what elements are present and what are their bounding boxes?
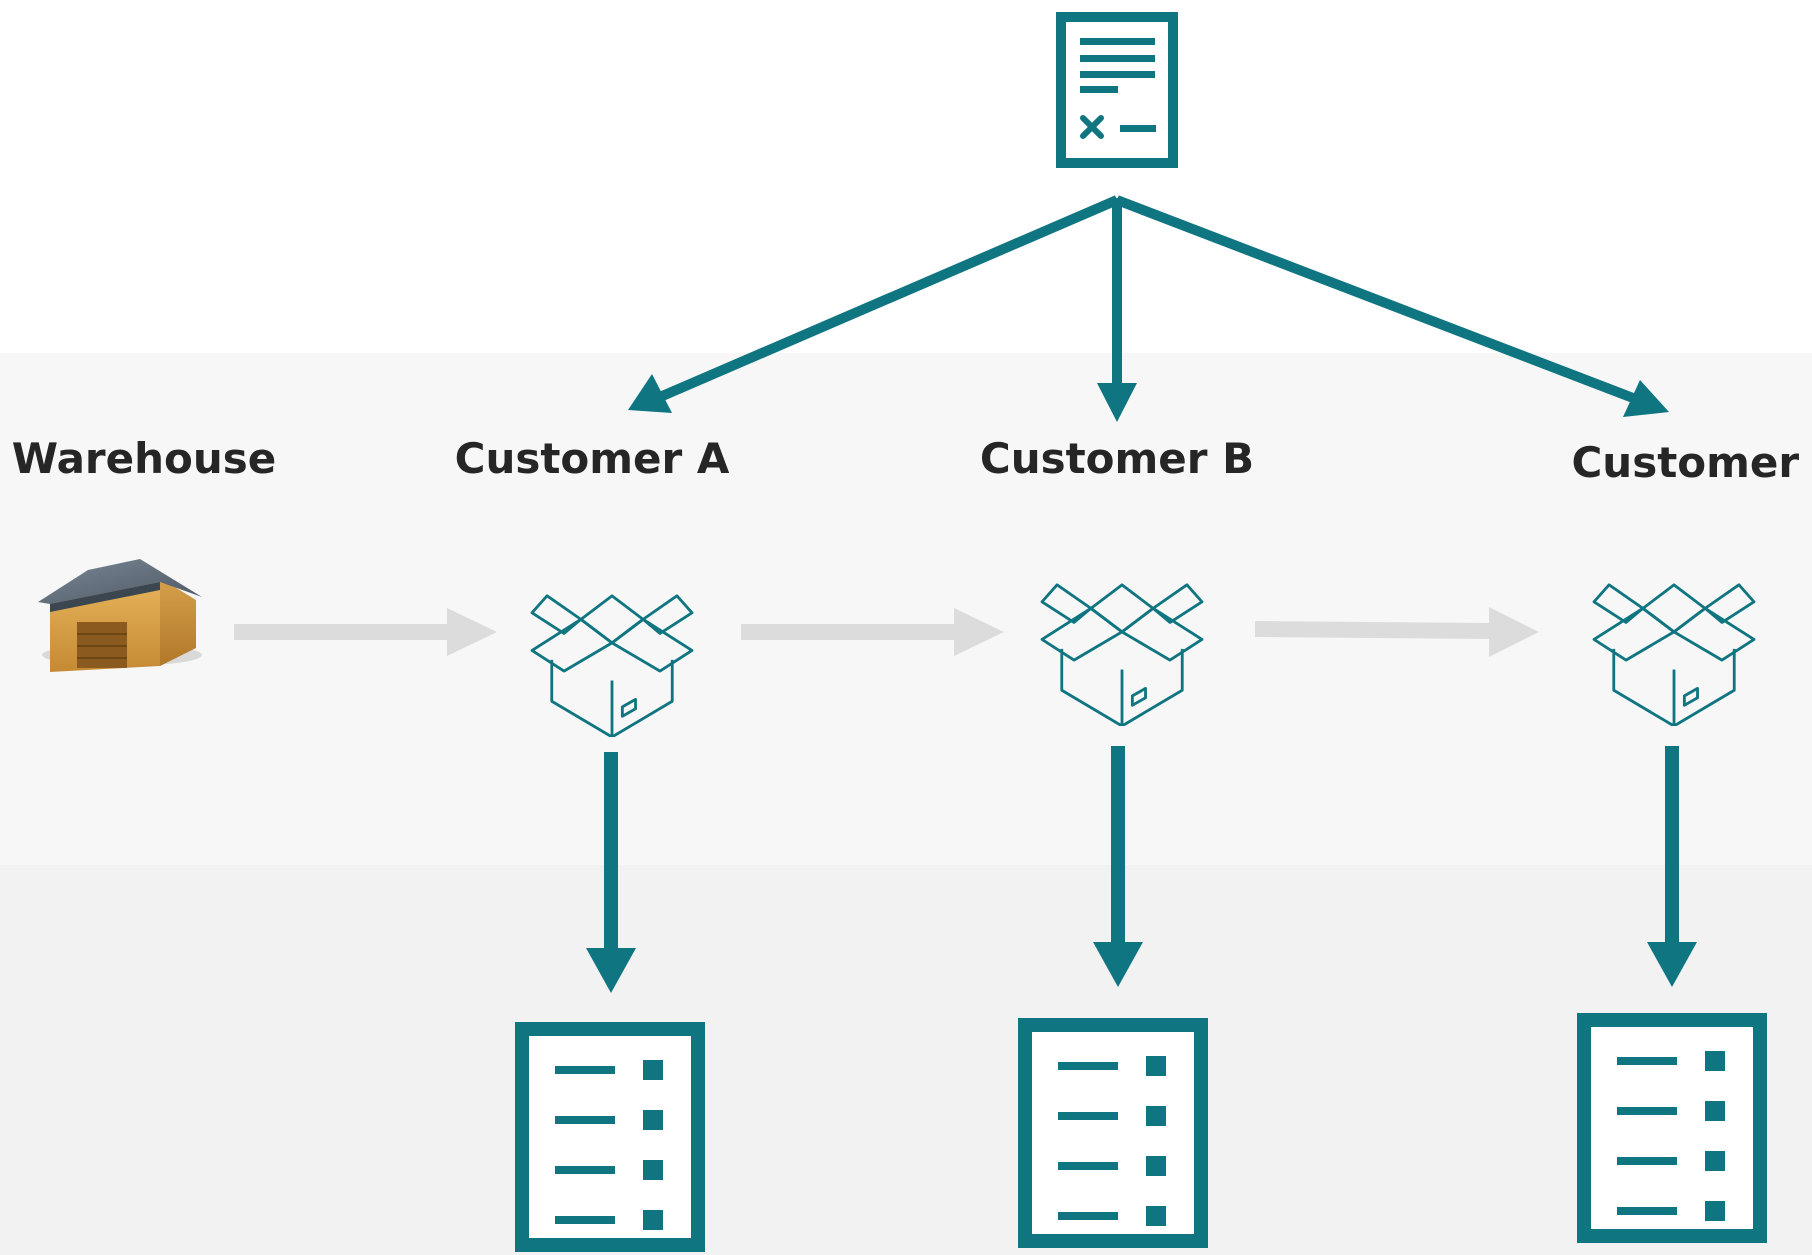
checklist-icon bbox=[522, 1029, 698, 1245]
customer-b-label: Customer B bbox=[979, 434, 1255, 483]
customer-a-label: Customer A bbox=[454, 434, 730, 483]
warehouse-to-customer-a-arrow bbox=[234, 608, 497, 656]
checklist-icon bbox=[1584, 1020, 1760, 1236]
documents-band bbox=[0, 865, 1812, 1255]
customer-c-label: Customer C bbox=[1571, 438, 1812, 487]
customer-a-down-arrow bbox=[586, 752, 636, 993]
open-box-icon bbox=[1040, 583, 1204, 726]
warehouse-label: Warehouse bbox=[11, 434, 277, 483]
order-to-customer-b-arrow bbox=[1097, 198, 1137, 422]
customer-b-down-arrow bbox=[1093, 746, 1143, 987]
checklist-icon bbox=[1025, 1025, 1201, 1241]
document-icon bbox=[1056, 12, 1178, 168]
customer-c-down-arrow bbox=[1647, 746, 1697, 987]
open-box-icon bbox=[1592, 583, 1756, 726]
customer-b-to-customer-c-arrow bbox=[1255, 607, 1539, 657]
delivery-band bbox=[0, 353, 1812, 865]
open-box-icon bbox=[530, 594, 694, 737]
order-to-customer-a-arrow bbox=[628, 195, 1119, 413]
customer-a-to-customer-b-arrow bbox=[741, 608, 1004, 656]
order-to-customer-c-arrow bbox=[1115, 195, 1669, 417]
warehouse-icon bbox=[38, 559, 202, 672]
